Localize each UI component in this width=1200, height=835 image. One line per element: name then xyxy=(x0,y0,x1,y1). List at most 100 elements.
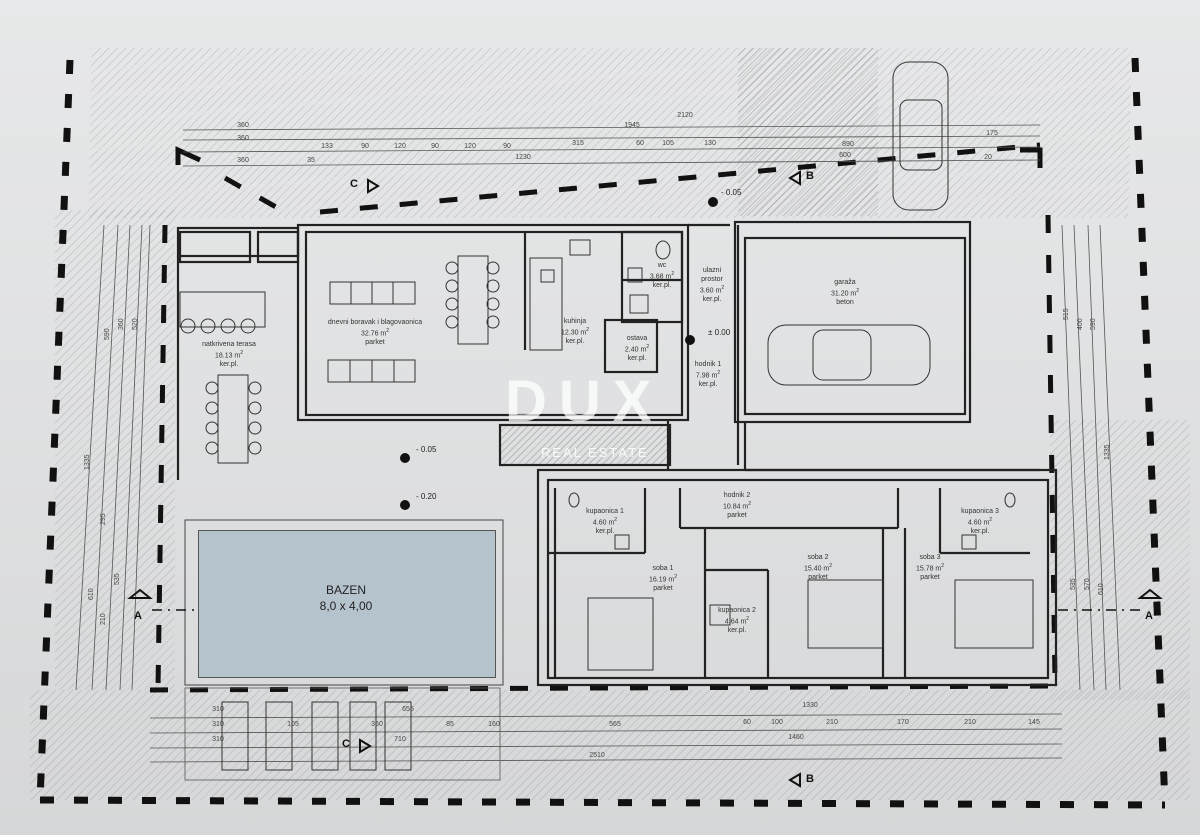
dim-right: 590 xyxy=(1090,318,1097,330)
room-name: kupaonica 2 xyxy=(718,607,756,614)
section-b-top: B xyxy=(806,170,814,182)
dim-left: 360 xyxy=(118,318,125,330)
pool-label: BAZEN 8,0 x 4,00 xyxy=(320,582,373,614)
room-area: 4.64 m2 xyxy=(724,616,750,626)
room-floor: ker.pl. xyxy=(727,627,747,635)
site-hatch-bottom xyxy=(30,690,1190,800)
room-kupaonica-2: kupaonica 2 4.64 m2 ker.pl. xyxy=(718,606,756,635)
dim-top: 20 xyxy=(984,154,992,161)
room-floor: ker.pl. xyxy=(652,282,672,290)
room-ulaz: ulazni prostor 3.60 m2 ker.pl. xyxy=(695,266,729,304)
room-area: 2.40 m2 xyxy=(624,344,650,354)
dim-bottom: 145 xyxy=(1028,719,1040,726)
room-kuhinja: kuhinja 12.30 m2 ker.pl. xyxy=(561,317,589,346)
room-area: 32.76 m2 xyxy=(360,328,390,338)
front-walkway-hatch xyxy=(500,425,670,465)
room-name: hodnik 1 xyxy=(694,361,722,368)
room-soba-1: soba 1 16.19 m2 parket xyxy=(649,564,677,593)
level-entry: ± 0.00 xyxy=(708,328,731,337)
room-floor: ker.pl. xyxy=(698,381,718,389)
dim-bottom: 360 xyxy=(371,721,383,728)
dim-top: 1945 xyxy=(624,122,640,129)
level-front: - 0.05 xyxy=(721,188,742,197)
dim-bottom: 310 xyxy=(212,706,224,713)
room-floor: parket xyxy=(727,512,747,520)
dim-top: 130 xyxy=(704,140,716,147)
dim-left: 610 xyxy=(88,588,95,600)
room-area: 4.60 m2 xyxy=(967,517,993,527)
dim-right: 610 xyxy=(1098,583,1105,595)
room-area: 16.19 m2 xyxy=(648,574,678,584)
room-floor: ker.pl. xyxy=(219,361,239,369)
dim-top: 133 xyxy=(321,143,333,150)
dim-top: 1230 xyxy=(515,154,531,161)
room-name: wc xyxy=(657,262,667,269)
dim-left: 535 xyxy=(114,573,121,585)
room-area: 4.60 m2 xyxy=(592,517,618,527)
watermark-subtitle: REAL ESTATE xyxy=(541,445,649,460)
dim-left-total: 1335 xyxy=(84,454,91,470)
site-hatch-right xyxy=(1050,420,1190,700)
dim-top: 90 xyxy=(503,143,511,150)
room-area: 15.78 m2 xyxy=(915,563,945,573)
section-b-bottom: B xyxy=(806,773,814,785)
dim-bottom: 655 xyxy=(402,706,414,713)
pool xyxy=(198,530,496,678)
room-floor: ker.pl. xyxy=(970,528,990,536)
dim-bottom: 1460 xyxy=(788,734,804,741)
room-soba-2: soba 2 15.40 m2 parket xyxy=(804,553,832,582)
dim-top: 60 xyxy=(636,140,644,147)
dim-bottom: 105 xyxy=(287,721,299,728)
room-floor: ker.pl. xyxy=(565,338,585,346)
dim-top: 105 xyxy=(662,140,674,147)
room-floor: ker.pl. xyxy=(595,528,615,536)
section-a-right: A xyxy=(1145,610,1153,622)
dim-bottom: 310 xyxy=(212,736,224,743)
dim-bottom: 210 xyxy=(826,719,838,726)
dim-bottom: 1330 xyxy=(802,702,818,709)
room-floor: ker.pl. xyxy=(702,296,722,304)
dim-top: 890 xyxy=(842,141,854,148)
room-name: ostava xyxy=(626,335,648,342)
room-name: dnevni boravak i blagovaonica xyxy=(327,319,423,326)
dim-top-total: 2120 xyxy=(677,112,693,119)
room-name: garaža xyxy=(834,279,856,286)
room-name: kupaonica 3 xyxy=(961,508,999,515)
dim-bottom-total: 2510 xyxy=(589,752,605,759)
section-a-left: A xyxy=(134,610,142,622)
room-area: 3.60 m2 xyxy=(699,285,725,295)
pool-size: 8,0 x 4,00 xyxy=(319,599,373,613)
room-floor: parket xyxy=(653,585,673,593)
room-area: 12.30 m2 xyxy=(560,327,590,337)
room-garaza: garaža 31.20 m2 beton xyxy=(831,278,859,307)
dim-top: 35 xyxy=(307,157,315,164)
room-name: soba 2 xyxy=(807,554,829,561)
section-c-bottom: C xyxy=(342,738,350,750)
dim-top: 360 xyxy=(237,157,249,164)
room-kupaonica-3: kupaonica 3 4.60 m2 ker.pl. xyxy=(961,507,999,536)
dim-top: 360 xyxy=(237,135,249,142)
room-ostava: ostava 2.40 m2 ker.pl. xyxy=(625,334,649,363)
dim-right-total: 1335 xyxy=(1104,444,1111,460)
dim-bottom: 85 xyxy=(446,721,454,728)
dim-top: 120 xyxy=(464,143,476,150)
dim-bottom: 100 xyxy=(771,719,783,726)
watermark-brand: DUX xyxy=(505,369,664,434)
garage-front-hatch xyxy=(738,48,878,216)
dim-top: 90 xyxy=(361,143,369,150)
room-area: 10.84 m2 xyxy=(722,501,752,511)
dim-top: 600 xyxy=(839,152,851,159)
room-hodnik1: hodnik 1 7.98 m2 ker.pl. xyxy=(695,360,721,389)
room-name: hodnik 2 xyxy=(723,492,751,499)
dim-top: 315 xyxy=(572,140,584,147)
room-kupaonica-1: kupaonica 1 4.60 m2 ker.pl. xyxy=(586,507,624,536)
room-area: 15.40 m2 xyxy=(803,563,833,573)
dim-top: 175 xyxy=(986,130,998,137)
pool-name: BAZEN xyxy=(325,583,366,597)
dim-top: 90 xyxy=(431,143,439,150)
dim-bottom: 565 xyxy=(609,721,621,728)
dim-right: 400 xyxy=(1077,318,1084,330)
room-floor: beton xyxy=(836,299,854,307)
